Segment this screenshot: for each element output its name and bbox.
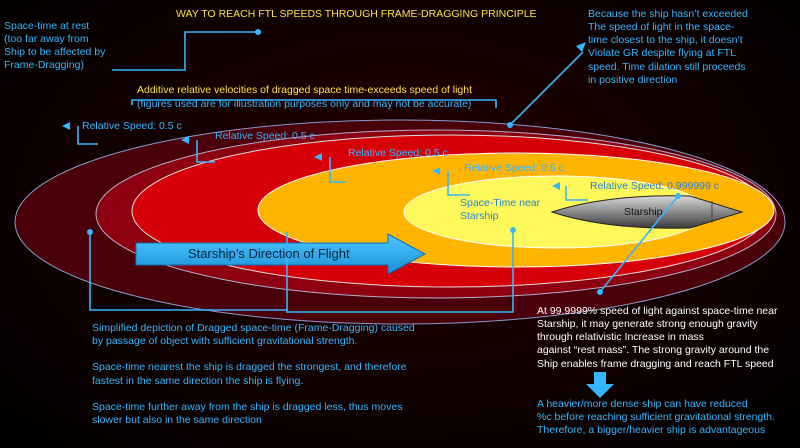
down-arrow bbox=[586, 372, 614, 398]
direction-of-flight-label: Starship’s Direction of Flight bbox=[188, 246, 350, 261]
direction-of-flight-arrow bbox=[135, 233, 427, 275]
additive-velocities-heading: Additive relative velocities of dragged … bbox=[137, 84, 473, 96]
starship-hull bbox=[550, 195, 744, 229]
relative-speed-label: Relative Speed: 0.5 c bbox=[82, 120, 182, 132]
gr-note: Because the ship hasn’t exceeded The spe… bbox=[588, 8, 748, 86]
relative-speed-label: Relative Speed: 0.5 c bbox=[215, 130, 315, 142]
additive-velocities-note: (figures used are for illustration purpo… bbox=[137, 98, 472, 110]
relative-speed-label: Relative Speed: 0.999999 c bbox=[590, 180, 720, 192]
gravity-explanation: At 99.9999% speed of light against space… bbox=[537, 305, 778, 370]
speed-arrowheads bbox=[62, 42, 586, 190]
connector-lines bbox=[77, 31, 679, 313]
dragged-spacetime-description: Simplified depiction of Dragged space-ti… bbox=[92, 322, 415, 426]
connector-endpoints bbox=[87, 29, 681, 295]
relative-speed-label: Relative Speed: 0.5 c bbox=[464, 162, 564, 174]
diagram-title: WAY TO REACH FTL SPEEDS THROUGH FRAME-DR… bbox=[176, 8, 537, 20]
relative-speed-label: Relative Speed: 0.5 c bbox=[348, 147, 448, 159]
near-spacetime-label: Space-Time near Starship bbox=[460, 197, 541, 223]
starship-label: Starship bbox=[624, 206, 663, 218]
rest-spacetime-note: Space-time at rest (too far away from Sh… bbox=[4, 20, 106, 72]
heavier-ship-note: A heavier/more dense ship can have reduc… bbox=[537, 398, 775, 437]
